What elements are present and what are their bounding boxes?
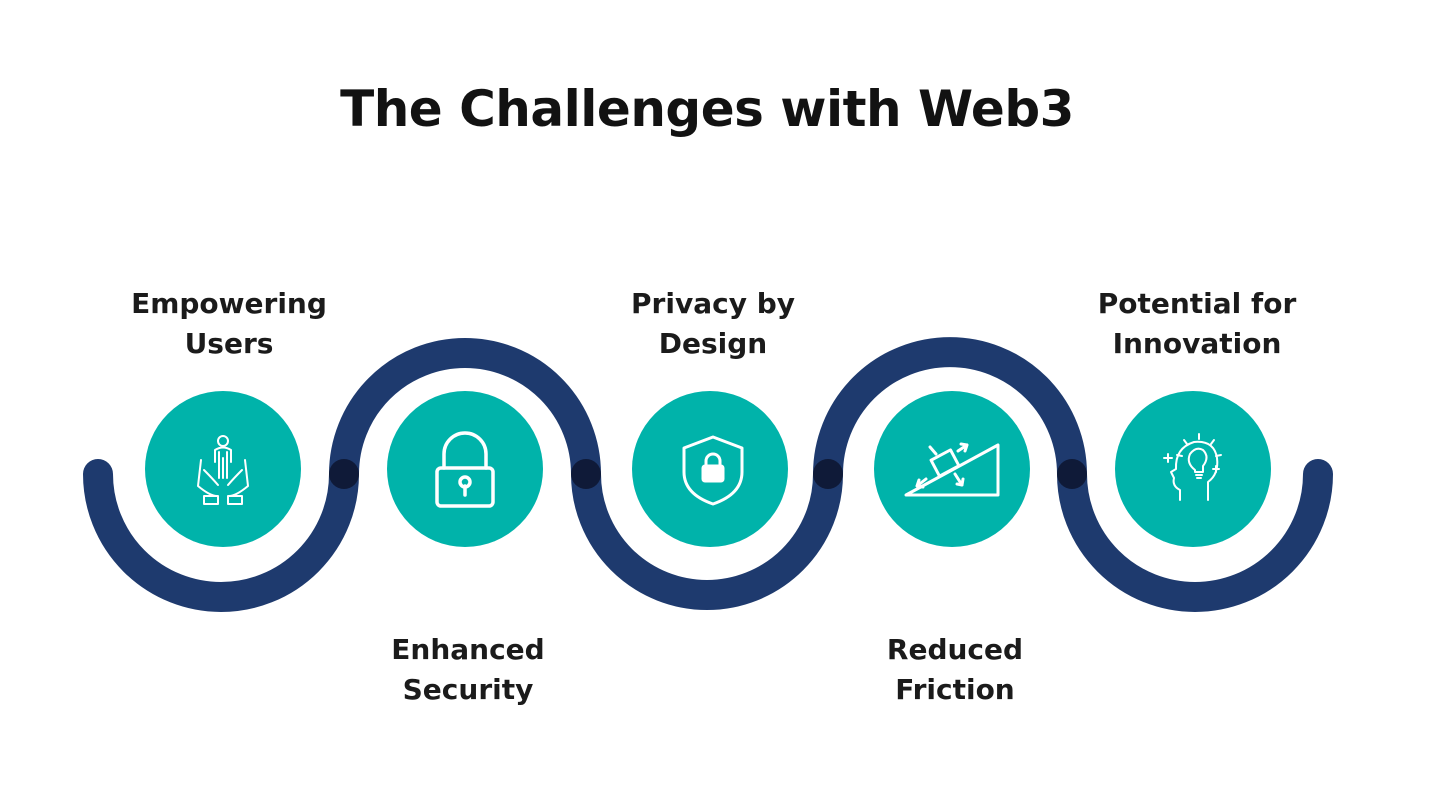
step-label-line: Security [402, 673, 534, 706]
wave-joint [329, 459, 359, 489]
step-label-line: Privacy by [631, 287, 795, 320]
step-label-line: Friction [895, 673, 1015, 706]
wave-joint [1057, 459, 1087, 489]
padlock-icon [435, 431, 495, 508]
step-label-4: Reduced Friction [825, 630, 1085, 710]
step-label-line: Users [184, 327, 274, 360]
step-label-5: Potential for Innovation [1067, 284, 1327, 364]
step-label-line: Potential for [1097, 287, 1297, 320]
step-label-line: Innovation [1112, 327, 1282, 360]
wave-joint [571, 459, 601, 489]
shield-lock-icon [682, 435, 744, 506]
step-label-3: Privacy by Design [583, 284, 843, 364]
hands-person-icon [197, 435, 249, 505]
slope-friction-icon [904, 442, 1000, 497]
wave-joint [813, 459, 843, 489]
wave-path [83, 337, 1333, 612]
step-label-line: Enhanced [391, 633, 545, 666]
page-title: The Challenges with Web3 [340, 80, 1074, 138]
step-label-line: Empowering [131, 287, 327, 320]
step-label-2: Enhanced Security [338, 630, 598, 710]
head-lightbulb-icon [1163, 433, 1222, 501]
step-label-line: Reduced [886, 633, 1024, 666]
step-label-line: Design [658, 327, 768, 360]
step-label-1: Empowering Users [99, 284, 359, 364]
